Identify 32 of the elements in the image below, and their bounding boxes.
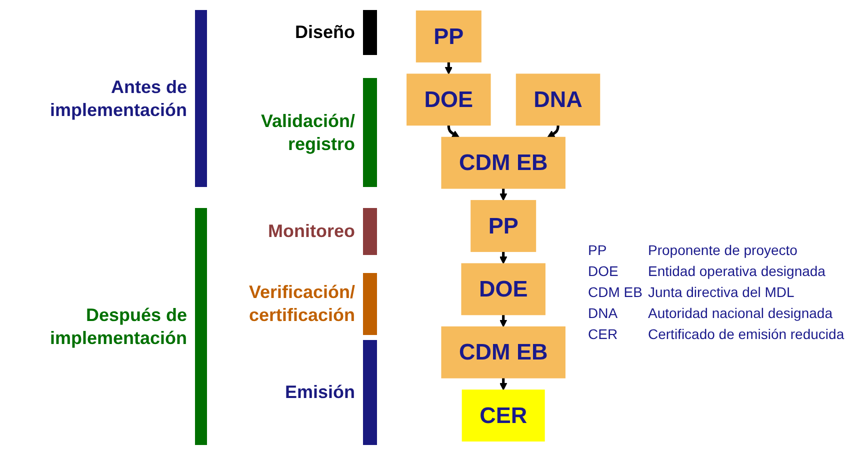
node-box: CDM EB xyxy=(441,326,566,378)
arrow xyxy=(444,62,452,74)
phase-label: Monitoreo xyxy=(217,208,377,255)
abbreviation: DNA xyxy=(588,304,619,323)
arrow xyxy=(500,251,508,264)
arrow xyxy=(500,188,508,201)
node-box: DOE xyxy=(406,74,491,126)
abbreviation: CER xyxy=(588,325,619,344)
arrow xyxy=(500,378,508,390)
node-box: PP xyxy=(470,200,536,252)
arrow xyxy=(447,124,460,138)
node-box: DOE xyxy=(461,263,546,316)
arrow xyxy=(547,124,560,138)
abbreviation-meaning: Autoridad nacional designada xyxy=(648,304,834,323)
node-box: DNA xyxy=(516,74,600,126)
phase-label: Diseño xyxy=(217,10,377,55)
node-box: CDM EB xyxy=(441,136,566,189)
phase-label: Emisión xyxy=(217,340,377,445)
abbreviation: PP xyxy=(588,241,608,260)
abbreviation-meaning: Proponente de proyecto xyxy=(648,241,798,260)
abbreviation: CDM EB xyxy=(588,283,644,302)
abbreviation-meaning: Entidad operativa designada xyxy=(648,262,826,281)
phase-label: Verificación/ certificación xyxy=(217,273,377,335)
phase-label: Después de implementación xyxy=(17,208,207,445)
node-box: CER xyxy=(462,390,545,442)
arrow xyxy=(500,314,508,328)
abbreviation-meaning: Certificado de emisión reducida xyxy=(648,325,844,344)
abbreviation-meaning: Junta directiva del MDL xyxy=(648,283,796,302)
abbreviation: DOE xyxy=(588,262,620,281)
node-box: PP xyxy=(416,10,482,62)
phase-label: Validación/ registro xyxy=(217,78,377,187)
phase-label: Antes de implementación xyxy=(17,10,207,187)
